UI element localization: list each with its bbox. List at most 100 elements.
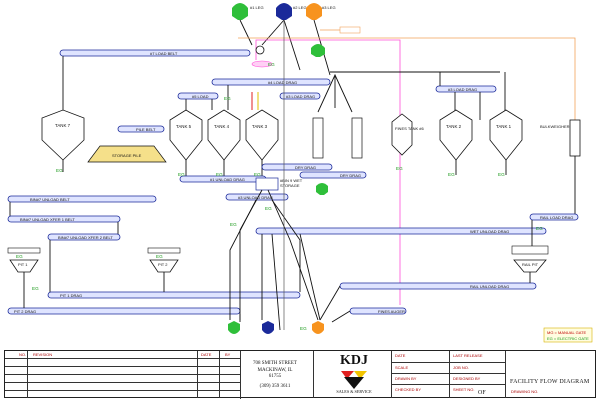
gate-label: EG [268,62,275,67]
svg-text:#5 LOAD: #5 LOAD [192,94,209,99]
title-block: NO. REVISION DATE BY 708 SMITH STREET MA… [4,350,596,399]
sheet-of: OF [478,390,486,396]
svg-text:#3 LOAD DRAG: #3 LOAD DRAG [448,87,477,92]
date-header: DATE [201,352,212,357]
svg-text:#3 LOAD DRAG: #3 LOAD DRAG [286,94,315,99]
rail-pit: RAIL PIT [511,245,549,273]
gate-labels: EG EG EG EG EG EG EG EG EG EG EG EG EG E… [16,62,543,331]
gate-label: EG [396,166,403,171]
svg-text:BIN#7 UNLOAD BELT: BIN#7 UNLOAD BELT [30,197,70,202]
gate-label: EG [448,172,455,177]
svg-text:RAIL LOAD DRAG: RAIL LOAD DRAG [540,215,573,220]
tank-5: TANK 5 [169,109,203,161]
svg-text:FINES TANK #6: FINES TANK #6 [395,126,425,131]
bulkweigher: BULKWEIGHER [540,119,581,157]
company-name: KDJ [340,353,368,368]
company-subtitle: SALES & SERVICE [336,389,372,394]
by-header: BY [225,352,231,357]
conveyor-pile-belt: PILE BELT [117,125,165,133]
svg-text:WET UNLOAD DRAG: WET UNLOAD DRAG [470,229,509,234]
boot-blue-icon [262,321,274,334]
svg-text:DRY DRAG: DRY DRAG [295,165,316,170]
conveyor-load-drag-5: #5 LOAD [177,92,219,100]
distributor-icon [255,45,265,55]
svg-text:DRY DRAG: DRY DRAG [340,173,361,178]
svg-text:RAIL PIT: RAIL PIT [522,262,539,267]
conveyor-rail-load-drag: RAIL LOAD DRAG [529,213,579,221]
leg-label-2: #2 LEG [293,5,307,10]
svg-text:PIT 2: PIT 2 [158,262,168,267]
revision-header: REVISION [33,352,53,357]
address-line-3: 61755 [268,374,282,379]
fines-tank: FINES TANK #6 [391,113,425,156]
tank-3: TANK 3 [245,109,279,161]
conveyor-bin7-xfer-1: BIN#7 UNLOAD XFER 1 BELT [7,215,121,223]
leg-head-orange-icon [306,3,322,20]
company-phone: (309) 359 3611 [259,383,291,389]
svg-text:STORAGE PILE: STORAGE PILE [112,153,142,158]
no-header: NO. [19,352,27,357]
conveyor-dry-drag-2: DRY DRAG [299,171,367,179]
date-label: DATE [395,353,406,358]
svg-text:PILE BELT: PILE BELT [136,127,156,132]
drawn-by-label: DRAWN BY [395,376,417,381]
conveyor-dry-drag: DRY DRAG [261,163,333,171]
svg-text:BULKWEIGHER: BULKWEIGHER [540,124,570,129]
kdj-logo-icon [341,371,367,389]
gate-label: EG [536,226,543,231]
aux-leg-green-icon [311,44,325,57]
gate-label: EG [56,168,63,173]
svg-text:PIT 1: PIT 1 [18,262,28,267]
tank-7: TANK 7 [41,109,85,161]
address-line-2: MACKINAW, IL [257,367,293,373]
last-release-label: LAST RELEASE [453,353,483,358]
scale-label: SCALE [395,365,409,370]
storage-pile: STORAGE PILE [87,145,167,163]
company-address: 708 SMITH STREET MACKINAW, IL 61755 (309… [245,361,305,390]
svg-text:PIT 1 DRAG: PIT 1 DRAG [60,293,82,298]
conveyor-load-belt-7: #7 LOAD BELT [59,49,251,57]
leg-label-1: #1 LEG [250,5,264,10]
conveyor-rail-unload-drag: RAIL UNLOAD DRAG [339,282,537,290]
conveyor-load-drag-3-right: #3 LOAD DRAG [435,85,497,93]
gate-label: EG [224,96,231,101]
svg-text:MG = MANUAL GATE: MG = MANUAL GATE [547,330,587,335]
drawing-title: FACILITY FLOW DIAGRAM [510,379,590,385]
sheet-no-label: SHEET NO. [453,387,475,392]
svg-text:#3 UNLOAD DRAG: #3 UNLOAD DRAG [238,195,273,200]
pit-1: PIT 1 [7,247,41,273]
gate-label: EG [498,172,505,177]
legend: MG = MANUAL GATE EG = ELECTRIC GATE [543,327,593,343]
job-no-label: JOB NO. [453,365,470,370]
svg-text:EG = ELECTRIC GATE: EG = ELECTRIC GATE [547,336,589,341]
gate-label: EG [32,286,39,291]
tank-1: TANK 1 [489,109,523,161]
leg-head-green-icon [232,3,248,20]
svg-text:TANK 2: TANK 2 [446,124,462,129]
svg-text:TANK 3: TANK 3 [252,124,268,129]
flow-diagram: #1 LEG #2 LEG #3 LEG #7 LOAD BELT #4 LOA… [7,3,593,343]
conveyor-load-drag-4: #4 LOAD DRAG [211,78,331,86]
boot-orange-icon [312,321,324,334]
revision-table: NO. REVISION DATE BY [5,351,241,399]
leg-head-blue-icon [276,3,292,20]
svg-text:TANK 5: TANK 5 [176,124,192,129]
svg-text:FINES AUGER: FINES AUGER [378,309,405,314]
svg-text:TANK 7: TANK 7 [55,123,71,128]
gate-label: EG [265,206,272,211]
conveyor-pit-1-drag: PIT 1 DRAG [47,291,301,299]
leg-heads: #1 LEG #2 LEG #3 LEG [232,3,336,20]
leg-label-3: #3 LEG [322,5,336,10]
checked-by-label: CHECKED BY [395,387,422,392]
conveyor-bin7-unload-belt: BIN#7 UNLOAD BELT [7,195,157,203]
conveyor-fines-auger: FINES AUGER [349,307,407,315]
gate-label: EG [216,172,223,177]
conveyor-bin7-xfer-2: BIN#7 UNLOAD XFER 2 BELT [47,233,121,241]
designed-by-label: DESIGNED BY [453,376,481,381]
gate-label: EG [230,222,237,227]
conveyor-pit-2-drag: PIT 2 DRAG [7,307,241,315]
svg-text:#7 LOAD BELT: #7 LOAD BELT [150,51,178,56]
bin-wet-label: #BIN 9 WET [280,178,303,183]
wet-bin-green-icon [316,183,328,195]
gate-label: EG [16,254,23,259]
